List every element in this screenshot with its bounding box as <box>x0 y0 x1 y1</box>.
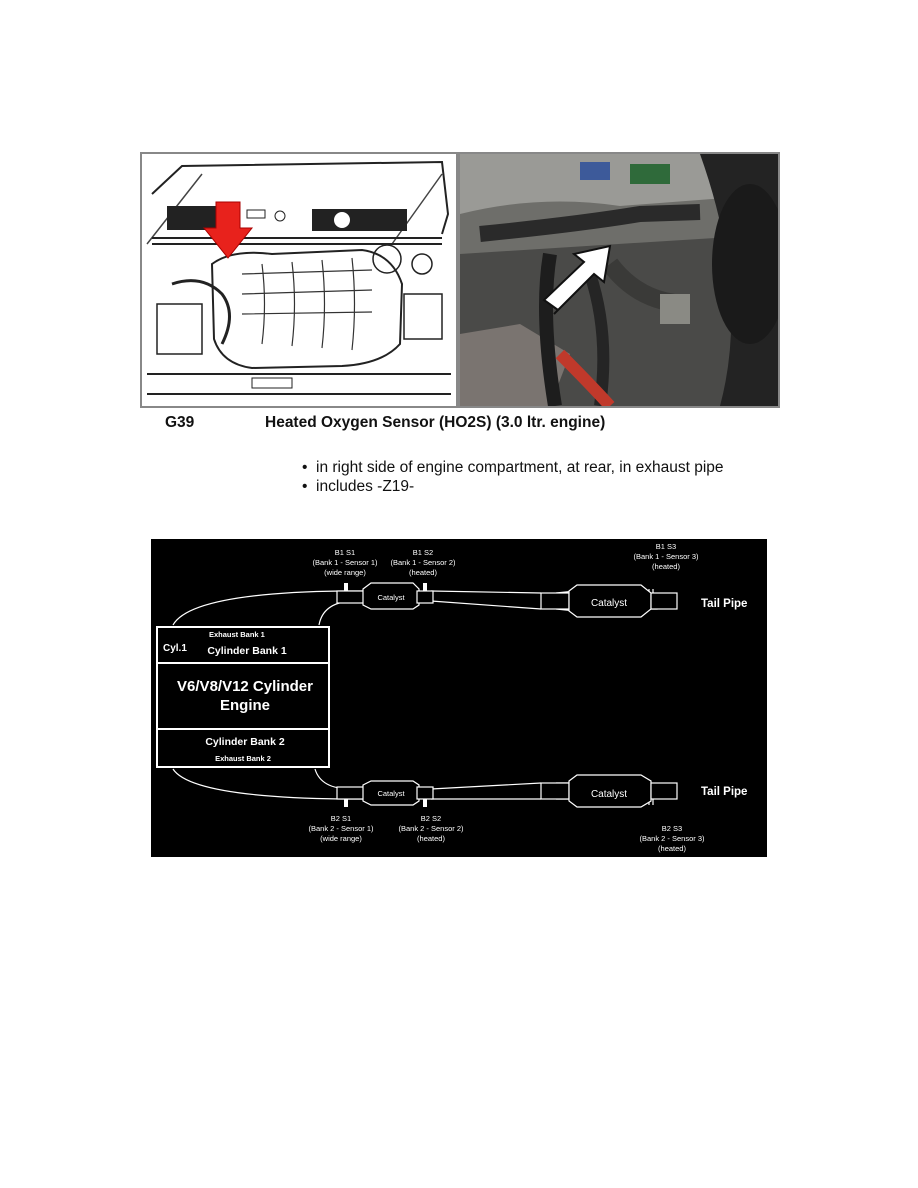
svg-text:(wide range): (wide range) <box>320 834 362 843</box>
engine-photo <box>460 154 778 406</box>
photo-frame <box>140 152 780 408</box>
sensor-b1s2-label: B1 S2 (Bank 1 - Sensor 2) (heated) <box>390 548 456 577</box>
diagram-svg: Catalyst Catalyst Catalyst Catalyst Tail… <box>151 539 767 857</box>
catalyst-label: Catalyst <box>591 598 627 609</box>
svg-text:B2 S2: B2 S2 <box>421 814 441 823</box>
component-code: G39 <box>165 414 195 431</box>
svg-text:(heated): (heated) <box>409 568 437 577</box>
engine-block: Exhaust Bank 1 Cyl.1 Cylinder Bank 1 V6/… <box>156 626 330 768</box>
location-notes: • in right side of engine compartment, a… <box>300 458 760 496</box>
sensor-b2s3-label: B2 S3 (Bank 2 - Sensor 3) (heated) <box>639 824 705 853</box>
bullet-icon: • <box>302 459 308 476</box>
sensor-b1s1-label: B1 S1 (Bank 1 - Sensor 1) (wide range) <box>312 548 378 577</box>
list-item: • in right side of engine compartment, a… <box>300 458 760 477</box>
tail-pipe-label: Tail Pipe <box>701 786 747 798</box>
svg-text:(heated): (heated) <box>652 562 680 571</box>
svg-text:B2 S1: B2 S1 <box>331 814 351 823</box>
bullet-text: in right side of engine compartment, at … <box>316 459 724 476</box>
engine-photo-svg <box>460 154 778 406</box>
svg-text:(Bank 1 - Sensor 2): (Bank 1 - Sensor 2) <box>390 558 456 567</box>
catalyst-label: Catalyst <box>591 789 627 800</box>
engine-title-line2: Engine <box>220 697 270 714</box>
svg-text:(Bank 1 - Sensor 1): (Bank 1 - Sensor 1) <box>312 558 378 567</box>
engine-drawing-svg <box>142 154 456 406</box>
catalyst-label: Catalyst <box>377 593 405 602</box>
svg-text:B1 S1: B1 S1 <box>335 548 355 557</box>
svg-text:B1 S2: B1 S2 <box>413 548 433 557</box>
svg-text:(Bank 2 - Sensor 3): (Bank 2 - Sensor 3) <box>639 834 705 843</box>
svg-text:(Bank 2 - Sensor 2): (Bank 2 - Sensor 2) <box>398 824 464 833</box>
exhaust-bank-1-label: Exhaust Bank 1 <box>209 630 265 639</box>
sensor-b2s2-label: B2 S2 (Bank 2 - Sensor 2) (heated) <box>398 814 464 843</box>
engine-title-line1: V6/V8/V12 Cylinder <box>177 678 313 695</box>
svg-text:(heated): (heated) <box>658 844 686 853</box>
sensor-b2s1-label: B2 S1 (Bank 2 - Sensor 1) (wide range) <box>308 814 374 843</box>
svg-text:B2 S3: B2 S3 <box>662 824 682 833</box>
svg-text:(wide range): (wide range) <box>324 568 366 577</box>
exhaust-bank-2-label: Exhaust Bank 2 <box>215 754 271 763</box>
svg-text:B1 S3: B1 S3 <box>656 542 676 551</box>
cyl-1-label: Cyl.1 <box>163 643 187 654</box>
bullet-icon: • <box>302 478 308 495</box>
svg-text:(Bank 2 - Sensor 1): (Bank 2 - Sensor 1) <box>308 824 374 833</box>
sensor-b1s3-label: B1 S3 (Bank 1 - Sensor 3) (heated) <box>633 542 699 571</box>
component-title: Heated Oxygen Sensor (HO2S) (3.0 ltr. en… <box>265 414 606 431</box>
tail-pipe-label: Tail Pipe <box>701 598 747 610</box>
svg-text:(Bank 1 - Sensor 3): (Bank 1 - Sensor 3) <box>633 552 699 561</box>
bullet-text: includes -Z19- <box>316 478 415 495</box>
cylinder-bank-1-label: Cylinder Bank 1 <box>207 645 287 657</box>
engine-line-drawing <box>142 154 456 406</box>
exhaust-sensor-diagram: Catalyst Catalyst Catalyst Catalyst Tail… <box>151 539 767 857</box>
list-item: • includes -Z19- <box>300 477 760 496</box>
svg-text:(heated): (heated) <box>417 834 445 843</box>
catalyst-label: Catalyst <box>377 789 405 798</box>
cylinder-bank-2-label: Cylinder Bank 2 <box>205 736 285 748</box>
